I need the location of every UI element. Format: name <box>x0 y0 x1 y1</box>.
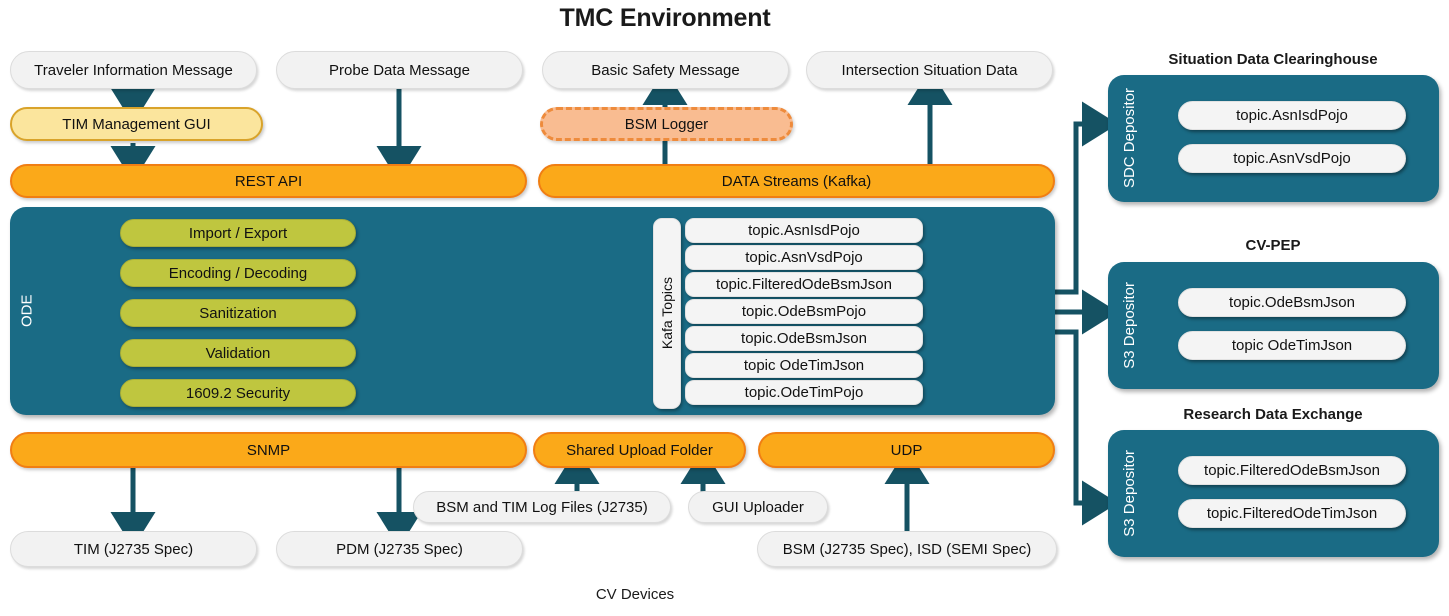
snmp-bar[interactable]: SNMP <box>10 432 527 468</box>
cv-devices-caption: CV Devices <box>595 586 675 603</box>
cvpep-depositor-label: S3 Depositor <box>1116 270 1142 381</box>
rest-api-bar[interactable]: REST API <box>10 164 527 198</box>
rde-topic-filtered-ode-tim-json[interactable]: topic.FilteredOdeTimJson <box>1178 499 1406 528</box>
source-tim-j2735-spec[interactable]: TIM (J2735 Spec) <box>10 531 257 567</box>
page-title: TMC Environment <box>559 4 771 32</box>
sdc-depositor-label-text: SDC Depositor <box>1120 88 1138 189</box>
route-ode-to-rde <box>1055 329 1118 526</box>
consumer-panel-research-data-exchange: S3 Depositor topic.FilteredOdeBsmJson to… <box>1108 430 1439 557</box>
kafka-topic-ode-tim-pojo[interactable]: topic.OdeTimPojo <box>685 380 923 405</box>
message-box-traveler-information[interactable]: Traveler Information Message <box>10 51 257 89</box>
ode-module-validation[interactable]: Validation <box>120 339 356 367</box>
rde-depositor-label-text: S3 Depositor <box>1120 450 1138 537</box>
tim-management-gui[interactable]: TIM Management GUI <box>10 107 263 141</box>
shared-upload-folder-bar[interactable]: Shared Upload Folder <box>533 432 746 468</box>
ode-module-import-export[interactable]: Import / Export <box>120 219 356 247</box>
data-streams-kafka-bar[interactable]: DATA Streams (Kafka) <box>538 164 1055 198</box>
ode-container: ODE Import / Export Encoding / Decoding … <box>10 207 1055 415</box>
source-pdm-j2735-spec[interactable]: PDM (J2735 Spec) <box>276 531 523 567</box>
bsm-logger[interactable]: BSM Logger <box>540 107 793 141</box>
message-box-probe-data[interactable]: Probe Data Message <box>276 51 523 89</box>
ode-label: ODE <box>18 294 36 328</box>
consumer-title-research-data-exchange: Research Data Exchange <box>1183 406 1363 423</box>
kafka-topics-label: Kafa Topics <box>653 218 681 409</box>
source-bsm-isd-spec[interactable]: BSM (J2735 Spec), ISD (SEMI Spec) <box>757 531 1057 567</box>
ode-module-sanitization[interactable]: Sanitization <box>120 299 356 327</box>
message-box-intersection-situation-data[interactable]: Intersection Situation Data <box>806 51 1053 89</box>
consumer-title-situation-data-clearinghouse: Situation Data Clearinghouse <box>1168 51 1378 68</box>
ode-module-encoding-decoding[interactable]: Encoding / Decoding <box>120 259 356 287</box>
cvpep-topic-ode-tim-json[interactable]: topic OdeTimJson <box>1178 331 1406 360</box>
sdc-topic-asn-vsd-pojo[interactable]: topic.AsnVsdPojo <box>1178 144 1406 173</box>
udp-bar[interactable]: UDP <box>758 432 1055 468</box>
source-bsm-tim-log-files[interactable]: BSM and TIM Log Files (J2735) <box>413 491 671 523</box>
kafka-topic-ode-bsm-json[interactable]: topic.OdeBsmJson <box>685 326 923 351</box>
kafka-topic-ode-bsm-pojo[interactable]: topic.OdeBsmPojo <box>685 299 923 324</box>
source-gui-uploader[interactable]: GUI Uploader <box>688 491 828 523</box>
cvpep-topic-ode-bsm-json[interactable]: topic.OdeBsmJson <box>1178 288 1406 317</box>
rde-depositor-label: S3 Depositor <box>1116 438 1142 549</box>
kafka-topics-label-text: Kafa Topics <box>659 277 675 350</box>
ode-module-1609-2-security[interactable]: 1609.2 Security <box>120 379 356 407</box>
consumer-panel-situation-data-clearinghouse: SDC Depositor topic.AsnIsdPojo topic.Asn… <box>1108 75 1439 202</box>
kafka-topic-ode-tim-json[interactable]: topic OdeTimJson <box>685 353 923 378</box>
sdc-topic-asn-isd-pojo[interactable]: topic.AsnIsdPojo <box>1178 101 1406 130</box>
rde-topic-filtered-ode-bsm-json[interactable]: topic.FilteredOdeBsmJson <box>1178 456 1406 485</box>
kafka-topic-filtered-ode-bsm-json[interactable]: topic.FilteredOdeBsmJson <box>685 272 923 297</box>
cvpep-depositor-label-text: S3 Depositor <box>1120 282 1138 369</box>
route-ode-to-sdc <box>1055 101 1118 295</box>
kafka-topic-asn-vsd-pojo[interactable]: topic.AsnVsdPojo <box>685 245 923 270</box>
sdc-depositor-label: SDC Depositor <box>1116 83 1142 194</box>
message-box-basic-safety[interactable]: Basic Safety Message <box>542 51 789 89</box>
kafka-topic-asn-isd-pojo[interactable]: topic.AsnIsdPojo <box>685 218 923 243</box>
consumer-panel-cv-pep: S3 Depositor topic.OdeBsmJson topic OdeT… <box>1108 262 1439 389</box>
consumer-title-cv-pep: CV-PEP <box>1245 237 1301 254</box>
